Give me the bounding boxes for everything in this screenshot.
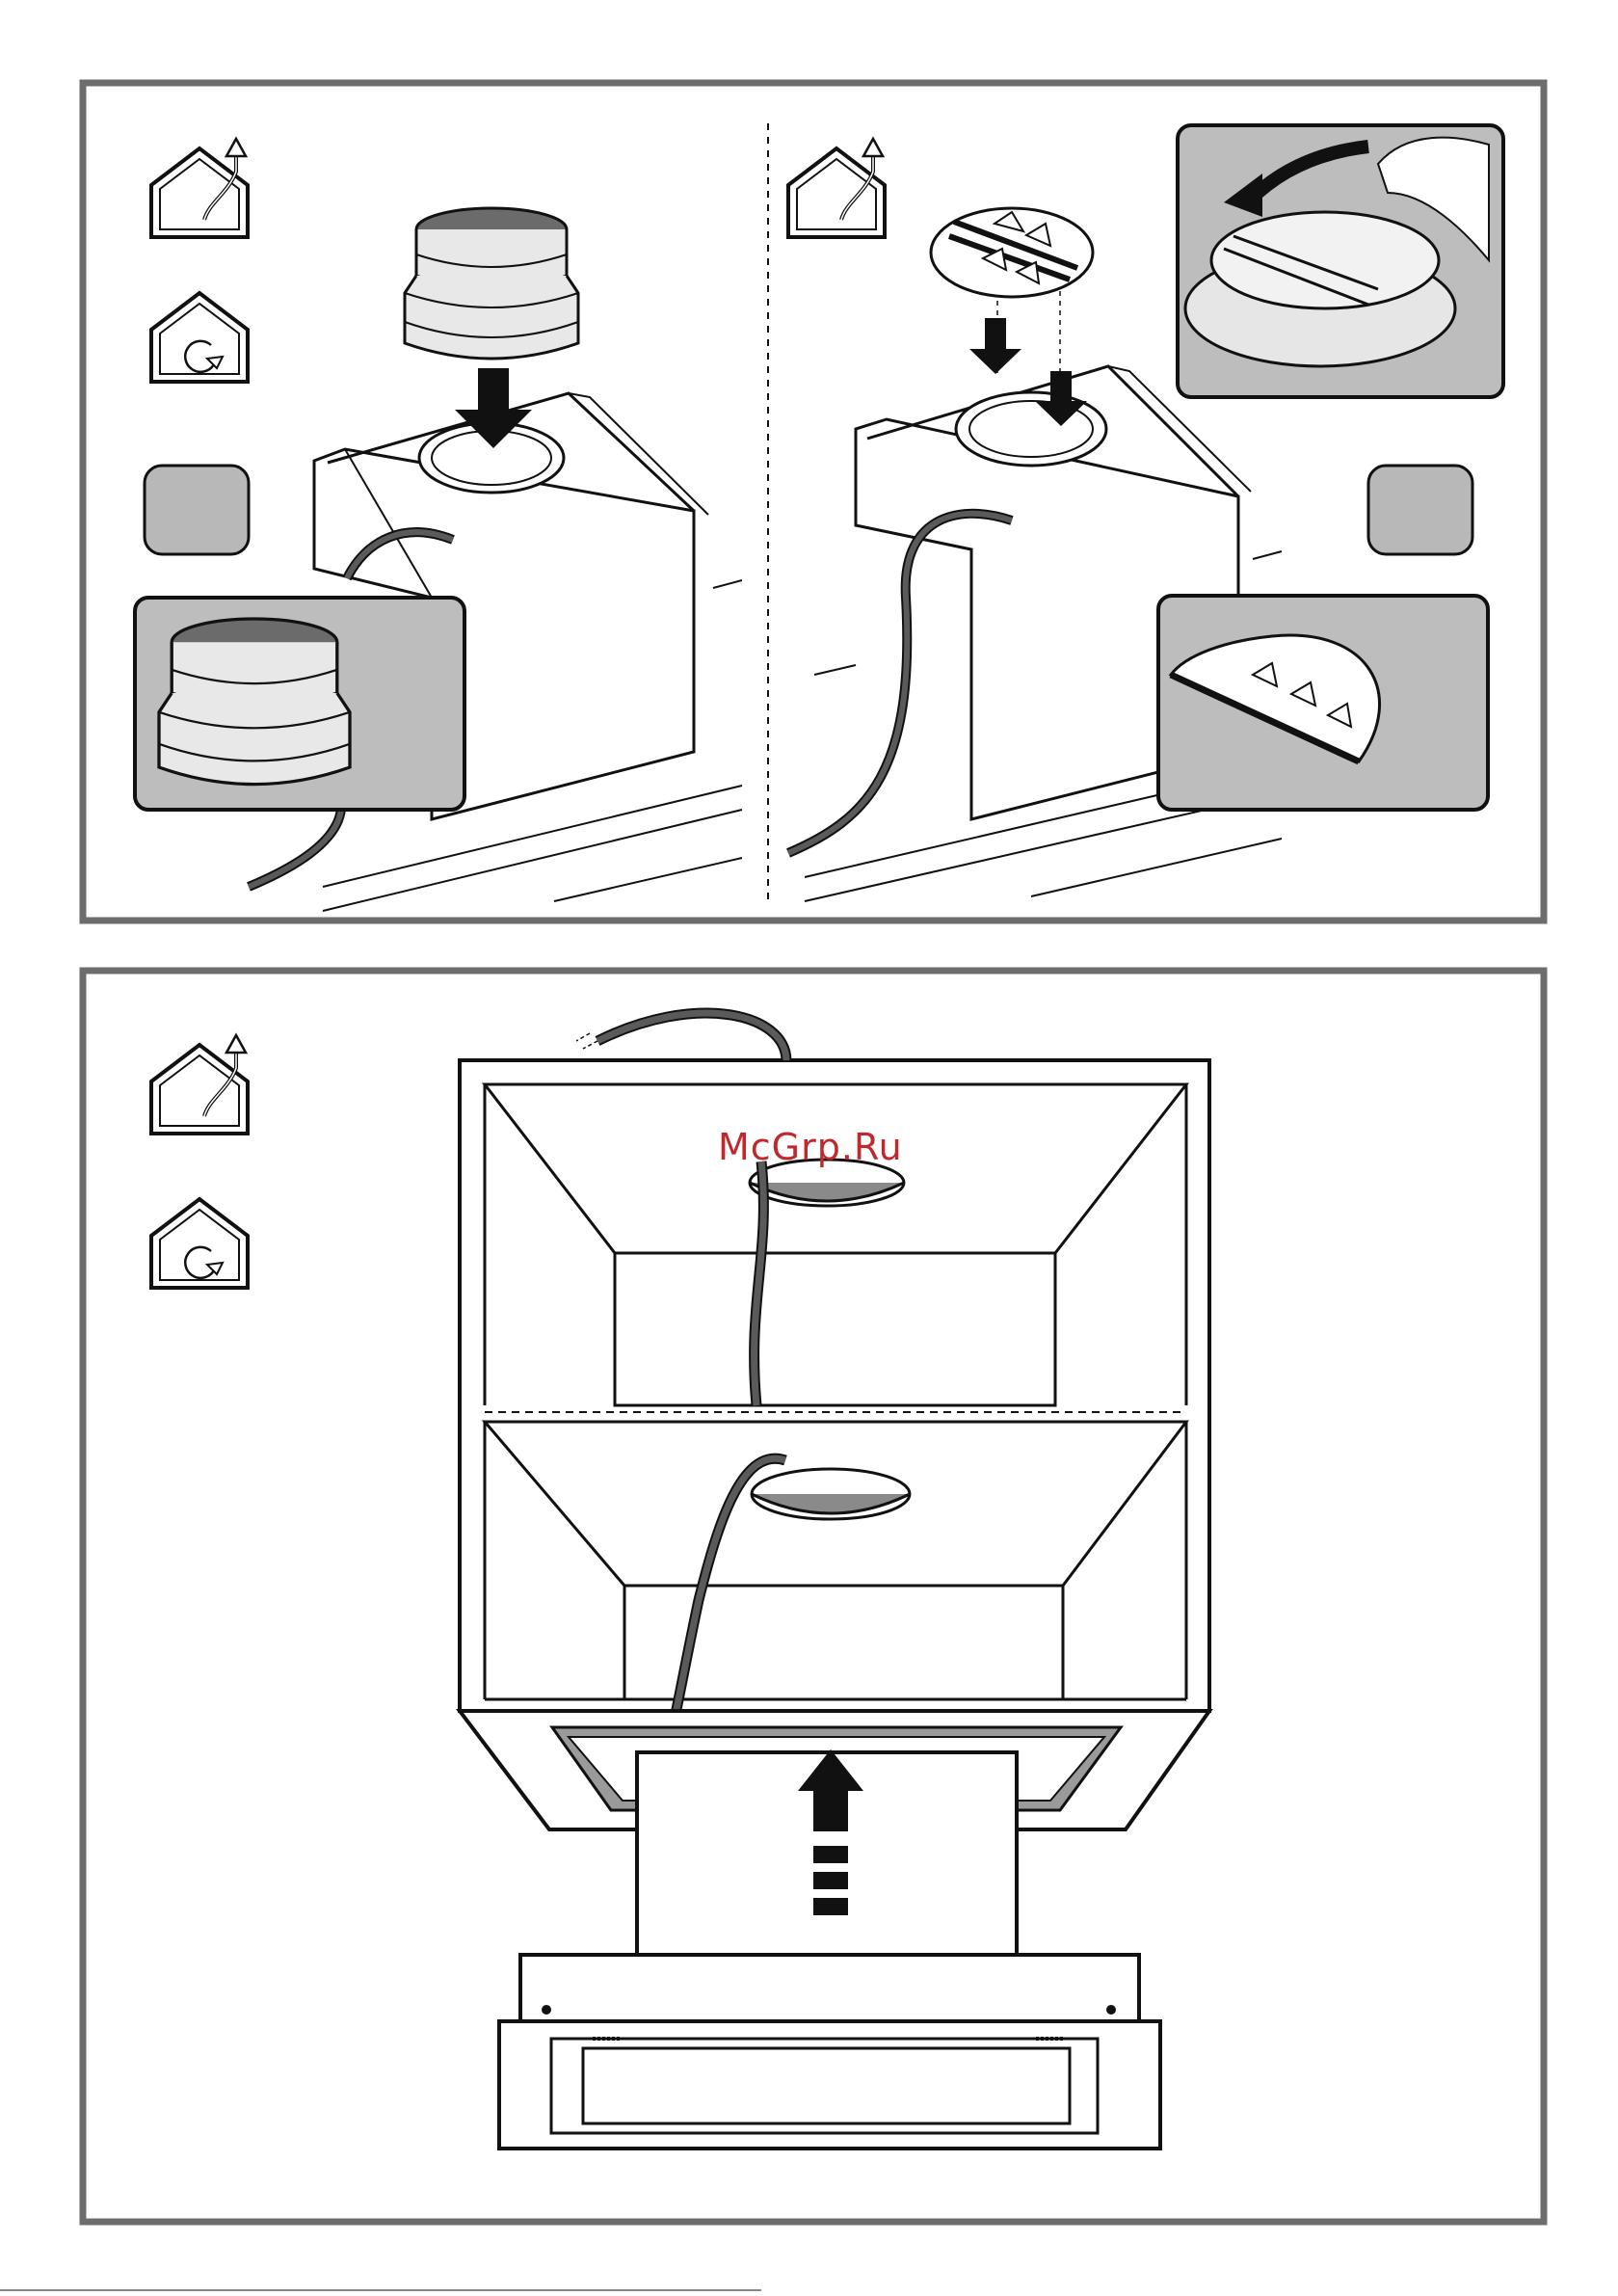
callout-adapter <box>135 598 464 810</box>
watermark-text: McGrp.Ru <box>718 1126 903 1168</box>
duct-adapter <box>405 208 578 359</box>
step-badge-right <box>1368 466 1472 554</box>
top-panel <box>83 83 1544 921</box>
step-badge-left <box>145 466 249 554</box>
callout-filter-half <box>1158 596 1488 810</box>
callout-filter-rotate <box>1178 125 1503 397</box>
